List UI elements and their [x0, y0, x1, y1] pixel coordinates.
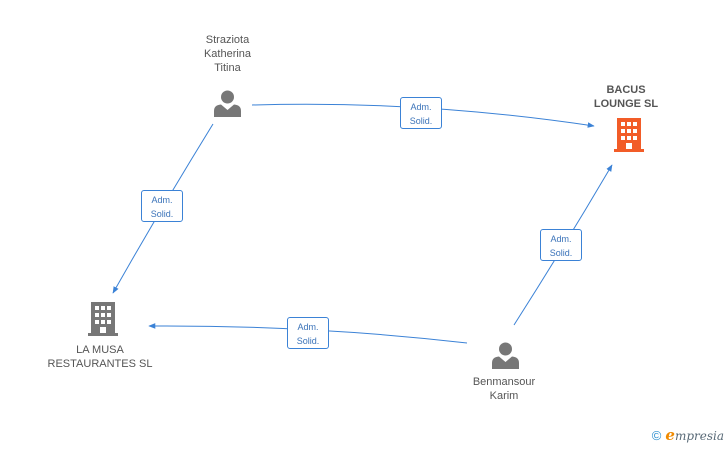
edge-label-role: Solid. [549, 248, 573, 258]
edge-label-role: Solid. [150, 209, 174, 219]
edge-label-straziota-bacus[interactable]: Adm. Solid. [400, 97, 442, 129]
node-label-line: Straziota [205, 34, 250, 46]
edge-label-role: Adm. [550, 234, 572, 244]
node-label-line: LOUNGE SL [593, 98, 659, 110]
node-label-line: Karim [489, 390, 519, 402]
node-label-line: BACUS [606, 84, 646, 96]
node-label-line: Katherina [203, 48, 252, 60]
node-label-line: RESTAURANTES SL [47, 358, 153, 370]
node-label-line: Titina [214, 62, 241, 74]
node-label-la-musa: LA MUSA RESTAURANTES SL [40, 343, 160, 371]
edge-label-straziota-la-musa[interactable]: Adm. Solid. [141, 190, 183, 222]
edge-label-benmansour-bacus[interactable]: Adm. Solid. [540, 229, 582, 261]
brand-logo-e: e [665, 426, 675, 444]
edge-label-role: Adm. [297, 322, 319, 332]
edge-label-role: Solid. [296, 336, 320, 346]
edge-label-role: Adm. [151, 195, 173, 205]
footer-brand: ©empresia [652, 426, 724, 444]
person-icon[interactable] [491, 341, 520, 369]
edge-label-role: Solid. [409, 116, 433, 126]
edge-label-role: Adm. [410, 102, 432, 112]
building-icon[interactable] [614, 118, 644, 152]
edge-label-benmansour-la-musa[interactable]: Adm. Solid. [287, 317, 329, 349]
node-label-line: LA MUSA [76, 344, 124, 356]
node-label-bacus: BACUS LOUNGE SL [578, 83, 674, 111]
node-label-benmansour: Benmansour Karim [456, 375, 552, 403]
node-label-straziota: Straziota Katherina Titina [180, 33, 275, 75]
node-label-line: Benmansour [472, 376, 536, 388]
person-icon[interactable] [213, 89, 242, 117]
brand-logo-text: mpresia [674, 429, 724, 443]
building-icon[interactable] [88, 302, 118, 336]
copyright-icon: © [651, 428, 662, 443]
